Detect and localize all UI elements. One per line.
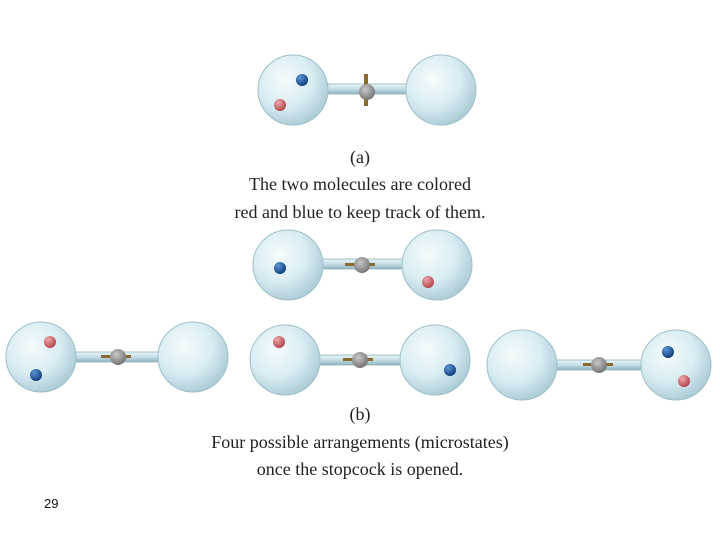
right-flask	[399, 324, 471, 396]
blue-molecule	[662, 346, 674, 358]
caption-b-line-2: once the stopcock is opened.	[256, 459, 464, 479]
page-number: 29	[44, 496, 59, 511]
stopcock-open[interactable]	[345, 257, 375, 273]
caption-a-line-1: The two molecules are colored	[249, 174, 471, 194]
blue-molecule	[274, 262, 286, 274]
part-a-label: (a)	[0, 146, 720, 168]
part-b-label: (b)	[0, 403, 720, 425]
apparatus-b-middle	[249, 324, 471, 396]
stopcock-open[interactable]	[343, 352, 373, 368]
caption-b: Four possible arrangements (microstates)…	[0, 431, 720, 480]
right-flask	[405, 54, 477, 126]
right-flask	[640, 329, 712, 401]
red-molecule	[422, 276, 434, 288]
apparatus-b-right	[486, 329, 712, 401]
apparatus-b-top	[252, 229, 473, 301]
left-flask	[5, 321, 77, 393]
apparatus-a	[257, 54, 477, 126]
red-molecule	[274, 99, 286, 111]
apparatus-b-left	[5, 321, 229, 393]
left-flask	[486, 329, 558, 401]
stopcock-open[interactable]	[583, 357, 613, 373]
caption-b-line-1: Four possible arrangements (microstates)	[211, 432, 509, 452]
blue-molecule	[30, 369, 42, 381]
right-flask	[157, 321, 229, 393]
left-flask	[249, 324, 321, 396]
left-flask	[252, 229, 324, 301]
left-flask	[257, 54, 329, 126]
blue-molecule	[444, 364, 456, 376]
stopcock-closed[interactable]	[359, 74, 375, 106]
right-flask	[401, 229, 473, 301]
stopcock-open[interactable]	[101, 349, 131, 365]
part-b-marker: (b)	[349, 404, 371, 424]
red-molecule	[44, 336, 56, 348]
caption-a: The two molecules are colored red and bl…	[0, 173, 720, 223]
blue-molecule	[296, 74, 308, 86]
caption-a-line-2: red and blue to keep track of them.	[234, 202, 486, 222]
part-a-marker: (a)	[350, 147, 370, 167]
red-molecule	[273, 336, 285, 348]
red-molecule	[678, 375, 690, 387]
